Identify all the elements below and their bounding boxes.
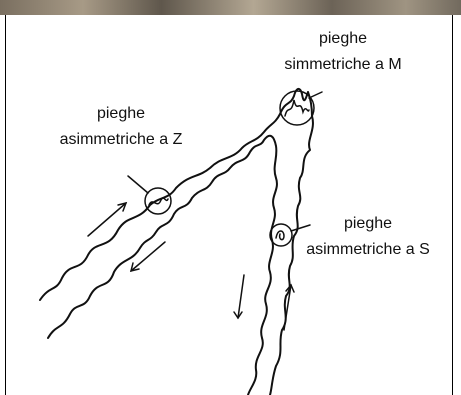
m-fold-circle <box>280 91 314 125</box>
s-fold-squiggle <box>276 231 284 240</box>
z-leader-line <box>128 176 148 193</box>
label-z-line1: pieghe <box>35 104 207 123</box>
label-z-folds: pieghe asimmetriche a Z <box>35 104 207 149</box>
label-m-line2: simmetriche a M <box>268 55 418 74</box>
label-m-line1: pieghe <box>268 29 418 48</box>
label-z-line2: asimmetriche a Z <box>35 130 207 149</box>
label-s-line2: asimmetriche a S <box>288 240 448 259</box>
arrow-upper-left-up <box>88 203 126 236</box>
fold-inner-outline <box>48 136 277 395</box>
label-m-folds: pieghe simmetriche a M <box>268 29 418 74</box>
arrow-right-down <box>234 275 244 318</box>
arrow-left-down <box>131 242 165 271</box>
label-s-folds: pieghe asimmetriche a S <box>288 214 448 259</box>
label-s-line1: pieghe <box>288 214 448 233</box>
m-leader-line <box>309 92 322 98</box>
